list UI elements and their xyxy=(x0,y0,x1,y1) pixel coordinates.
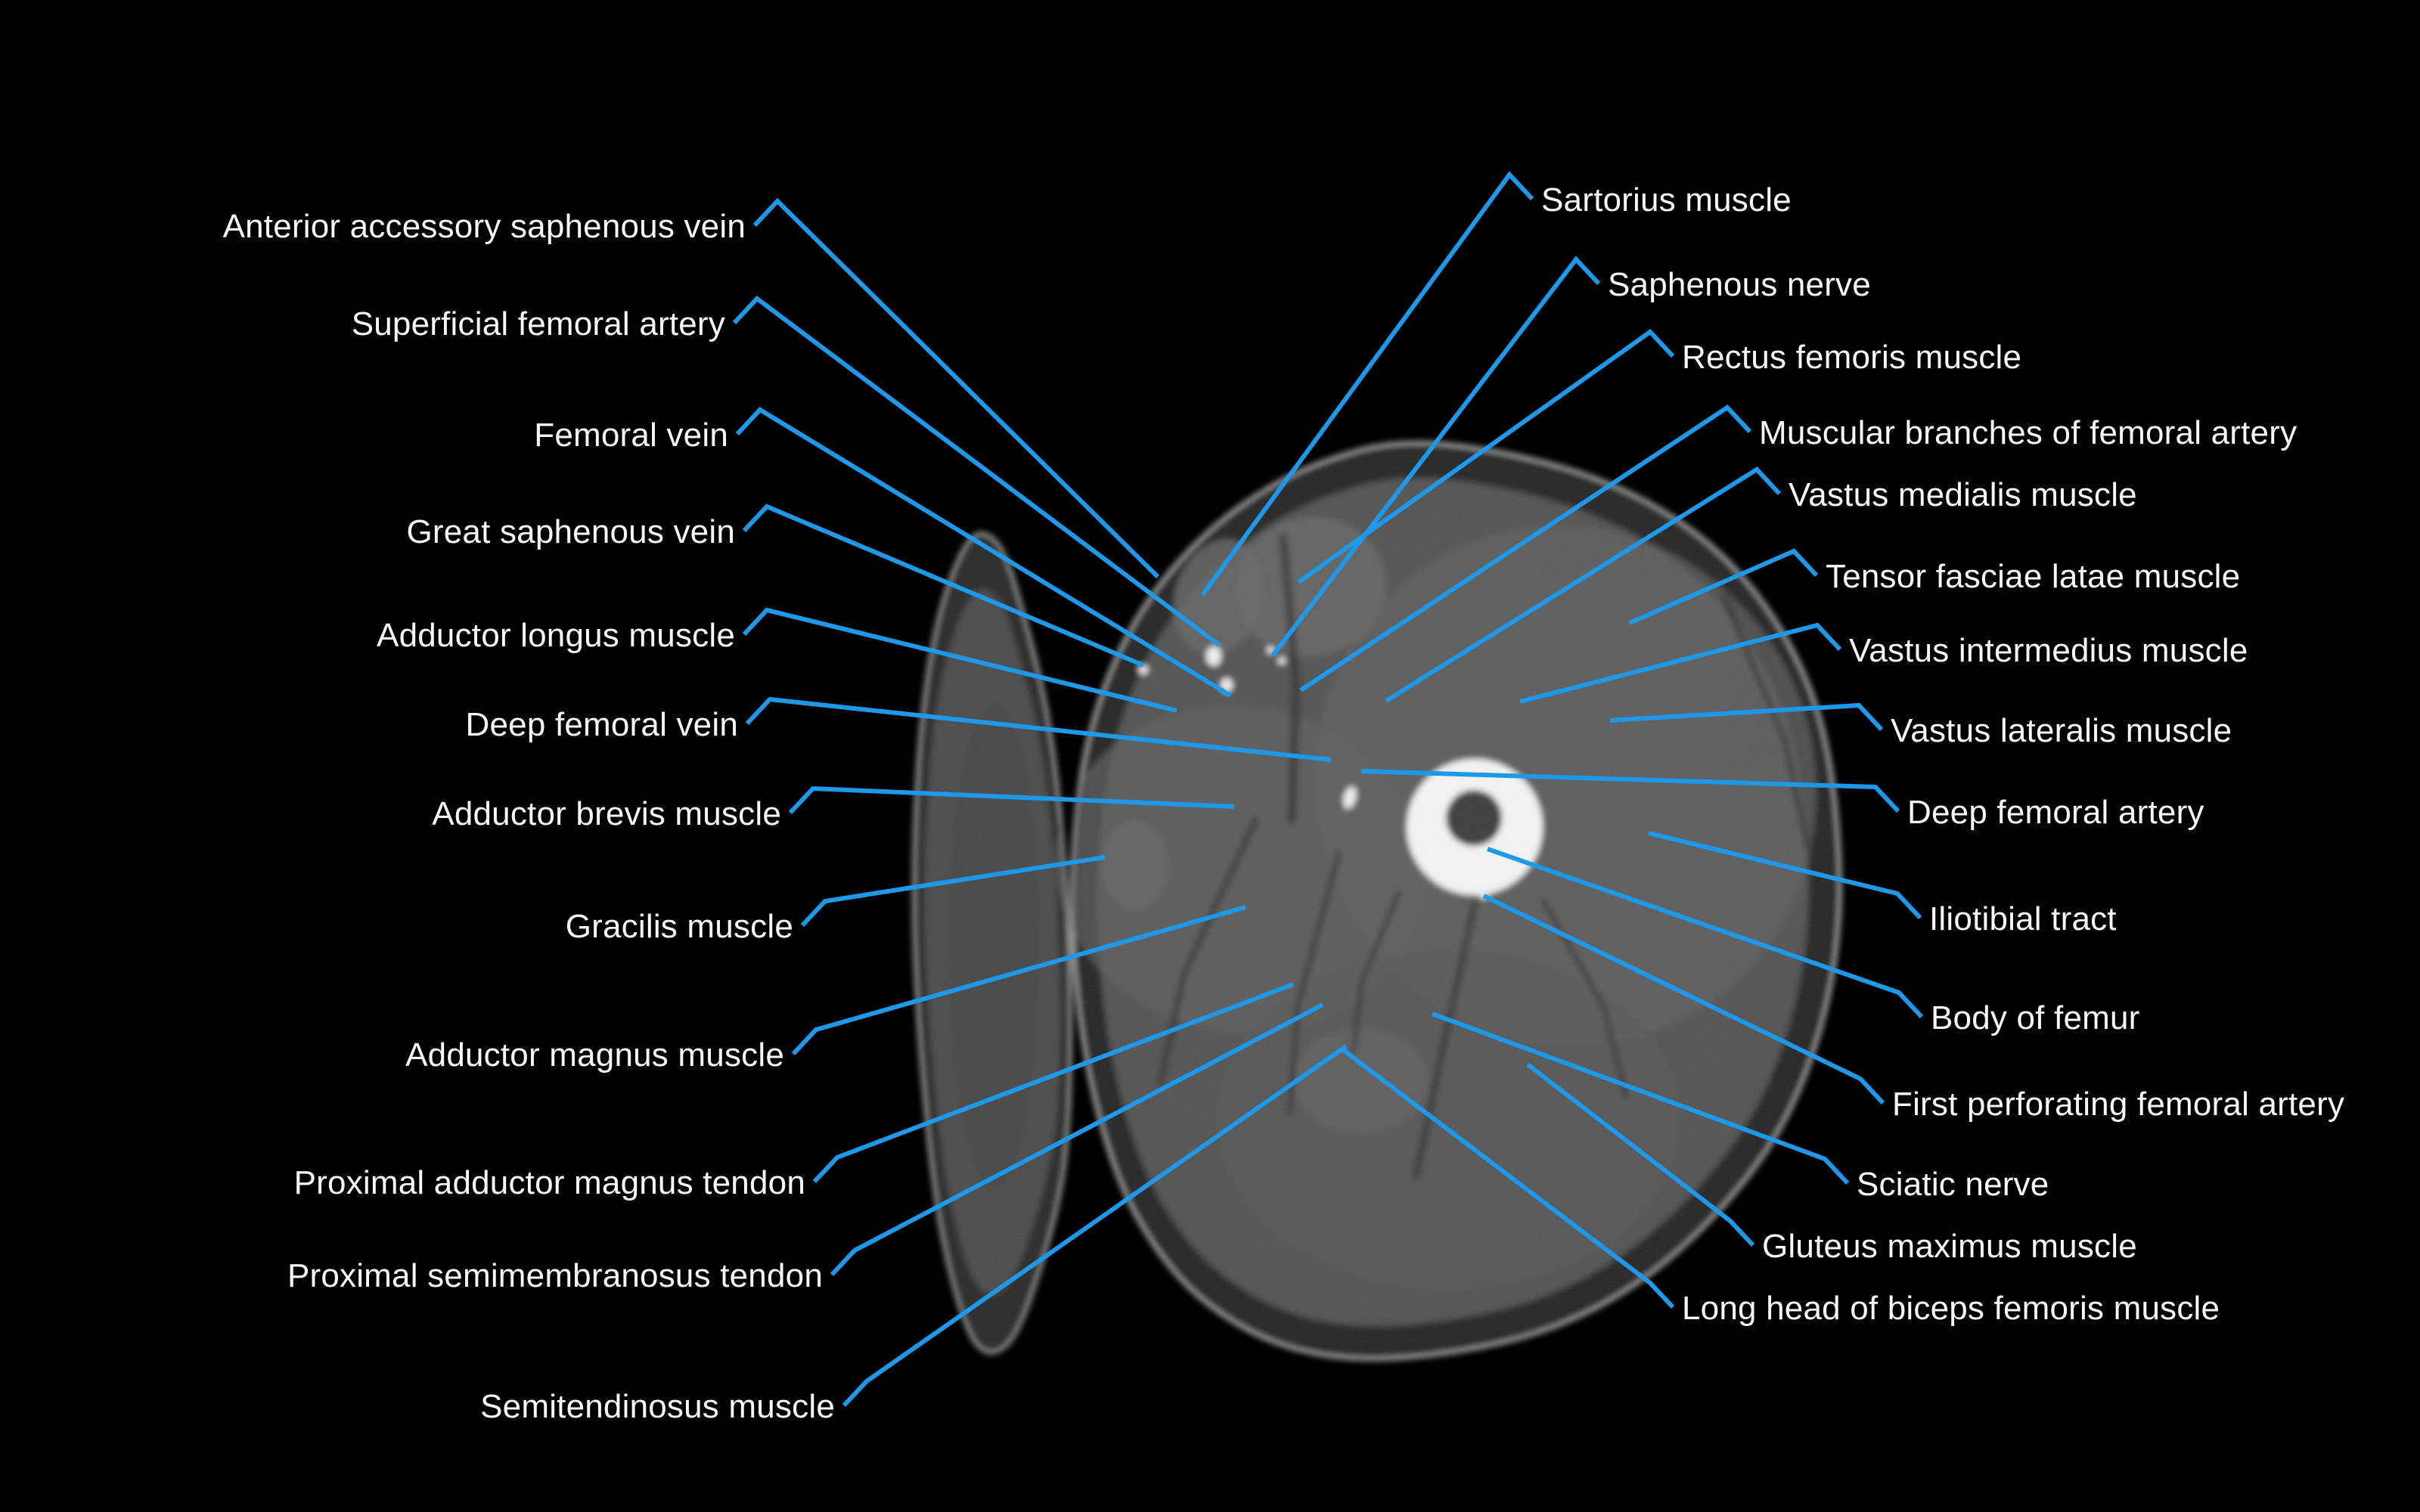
leader-line xyxy=(788,785,1235,815)
leader-line xyxy=(812,982,1295,1184)
leader-line xyxy=(1487,847,1924,1019)
leader-line xyxy=(1341,1047,1675,1309)
leader-line xyxy=(732,295,1221,647)
leader-line xyxy=(1519,622,1842,704)
leader-line xyxy=(752,197,1160,579)
leader-line xyxy=(1609,702,1884,732)
leader-line xyxy=(745,696,1332,762)
leader-line xyxy=(1431,1012,1850,1185)
leader-line xyxy=(1482,894,1885,1105)
leader-line xyxy=(830,1002,1324,1277)
leader-line xyxy=(800,855,1106,928)
leader-line xyxy=(735,407,1232,698)
leader-line xyxy=(1200,171,1534,596)
leader-line xyxy=(842,1044,1348,1408)
leader-line xyxy=(742,503,1145,668)
leader-line xyxy=(1628,548,1819,625)
leader-line xyxy=(742,607,1177,713)
leader-line xyxy=(1270,256,1601,657)
leader-line xyxy=(1648,831,1922,920)
leader-line xyxy=(1360,769,1900,813)
leader-line xyxy=(1299,404,1752,692)
leader-line xyxy=(1297,329,1675,584)
leader-line xyxy=(1385,466,1782,703)
leader-lines xyxy=(732,171,1924,1408)
leader-line xyxy=(1526,1062,1755,1247)
leader-line xyxy=(791,905,1246,1056)
